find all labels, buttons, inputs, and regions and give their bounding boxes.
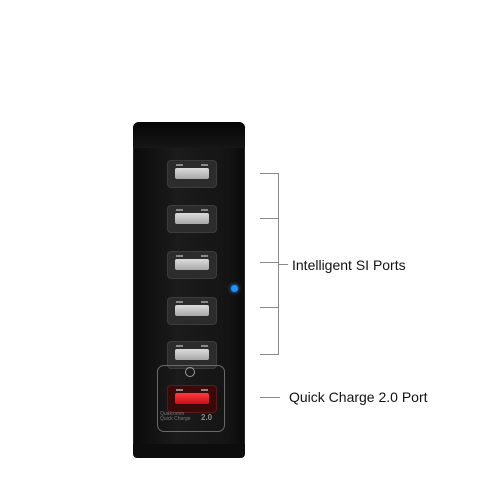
quick-charge-leader-line — [260, 397, 280, 398]
usb-port-3 — [168, 252, 216, 278]
status-led — [231, 285, 238, 292]
usb-port-1 — [168, 161, 216, 187]
quick-charge-label: Quick Charge 2.0 Port — [289, 389, 428, 405]
charger-top-cap — [133, 122, 245, 148]
quick-charge-icon — [185, 367, 195, 377]
quick-charge-port — [168, 386, 216, 412]
bracket-tick-3 — [260, 262, 278, 263]
usb-port-2 — [168, 206, 216, 232]
smart-ports-bracket — [260, 173, 279, 355]
quick-charge-frame — [157, 365, 225, 432]
smart-ports-label: Intelligent SI Ports — [292, 257, 406, 273]
smart-ports-leader-line — [278, 264, 288, 265]
qc-version-mark: 2.0 — [201, 413, 213, 422]
usb-port-4 — [168, 298, 216, 324]
qc-brand-mark: Qualcomm Quick Charge — [160, 411, 191, 422]
usb-port-5 — [168, 342, 216, 368]
charger-base — [133, 444, 245, 458]
bracket-tick-2 — [260, 218, 278, 219]
bracket-tick-4 — [260, 307, 278, 308]
usb-charger-body: Qualcomm Quick Charge 2.0 — [133, 122, 245, 458]
